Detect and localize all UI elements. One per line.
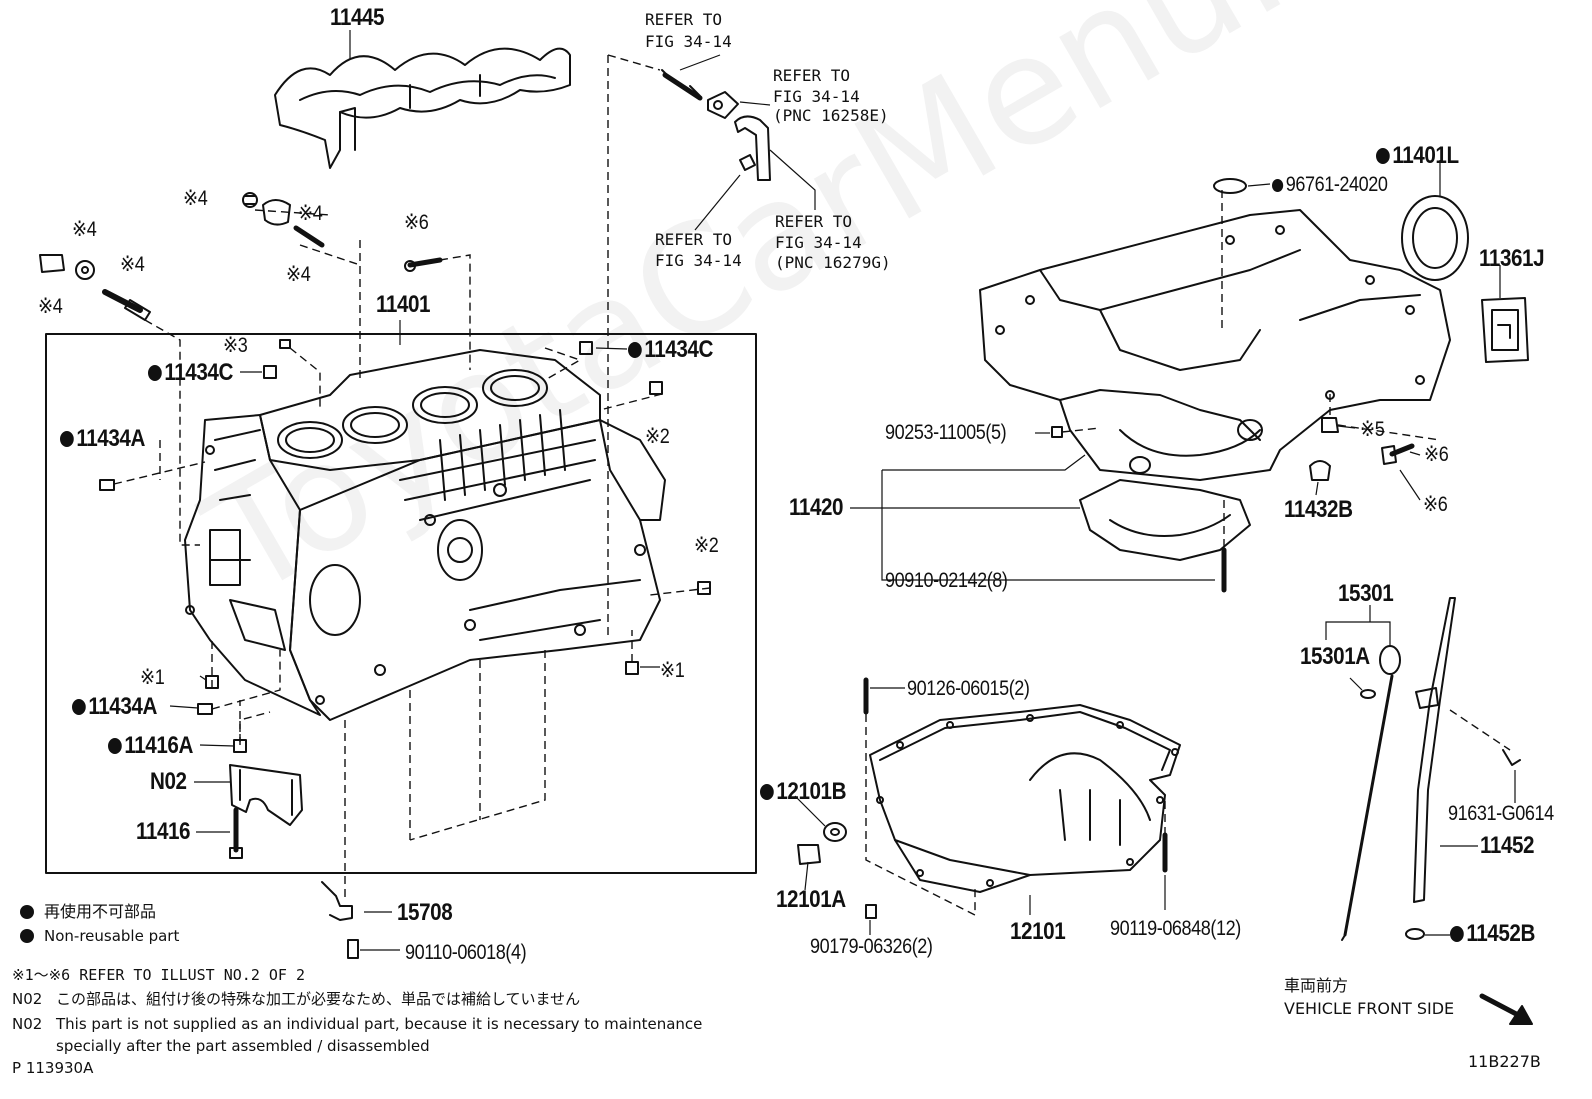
ref-mark-4d: ※4 (120, 253, 145, 276)
refer-note-c-line2: FIG 34-14 (655, 251, 742, 270)
vehicle-front-en: VEHICLE FRONT SIDE (1284, 999, 1455, 1018)
ref-mark-4b: ※4 (298, 202, 323, 225)
ref-mark-5: ※5 (1360, 418, 1385, 441)
note-n02-en-prefix: N02 (12, 1015, 43, 1033)
note-n02-jp: この部品は、組付け後の特殊な加工が必要なため、単品では補給していません (56, 990, 581, 1008)
small-bolts-drawing (39, 192, 443, 321)
refer-note-d-line2: FIG 34-14 (775, 233, 862, 252)
note-refer-illust: ※1～※6 REFER TO ILLUST NO.2 OF 2 (12, 966, 305, 984)
part-label-90119: 90119-06848(12) (1110, 917, 1241, 940)
hose-fittings-drawing (661, 69, 771, 181)
part-label-11401l: 11401L (1376, 144, 1459, 168)
vehicle-front-jp: 車両前方 (1284, 976, 1349, 995)
sensor-15708-drawing (321, 881, 359, 959)
part-label-12101b: 12101B (760, 780, 846, 804)
ref-mark-6-right-2: ※6 (1423, 493, 1448, 516)
refer-note-b-line2: FIG 34-14 (773, 87, 860, 106)
part-label-12101a: 12101A (776, 886, 846, 913)
part-label-90110: 90110-06018(4) (405, 941, 527, 964)
part-label-15301: 15301 (1338, 580, 1394, 607)
part-label-11420: 11420 (789, 494, 844, 521)
seals-drawing (1213, 178, 1529, 363)
part-label-15301a: 15301A (1300, 643, 1370, 670)
pins-drawing (99, 339, 711, 753)
ref-mark-4f: ※4 (38, 295, 63, 318)
non-reusable-dot-icon (20, 929, 34, 943)
part-label-11416: 11416 (136, 818, 191, 845)
ref-mark-2a: ※2 (645, 425, 670, 448)
ref-mark-3: ※3 (223, 334, 248, 357)
right-bolts-drawing (1051, 417, 1415, 593)
part-label-12101: 12101 (1010, 918, 1066, 945)
refer-note-b-line1: REFER TO (773, 66, 851, 85)
part-label-11452b: 11452B (1450, 922, 1535, 946)
non-reusable-dot-icon (20, 905, 34, 919)
refer-note-d-line3: (PNC 16279G) (775, 253, 891, 272)
page-code: P 113930A (12, 1059, 94, 1077)
block-group-frame (45, 333, 757, 874)
bearing-cap-drawing (229, 764, 303, 859)
refer-note-a-line1: REFER TO (645, 10, 723, 29)
insulator-11445-drawing (274, 47, 571, 169)
part-label-11434a-top: 11434A (60, 427, 145, 451)
part-label-11432b: 11432B (1284, 496, 1353, 523)
cylinder-block-drawing (184, 349, 666, 721)
ref-mark-6-right: ※6 (1424, 443, 1449, 466)
part-label-90179: 90179-06326(2) (810, 935, 933, 958)
part-label-11445: 11445 (330, 4, 385, 31)
note-n02-en-line2: specially after the part assembled / dis… (56, 1037, 430, 1055)
part-label-90253: 90253-11005(5) (885, 421, 1007, 444)
oil-pan-no1-drawing (979, 209, 1451, 561)
part-label-11416a: 11416A (108, 734, 193, 758)
figure-code: 11B227B (1468, 1052, 1541, 1071)
part-label-n02: N02 (150, 768, 187, 795)
refer-note-a-line2: FIG 34-14 (645, 32, 732, 51)
refer-note-c-line1: REFER TO (655, 230, 733, 249)
part-label-11401: 11401 (376, 291, 431, 318)
part-label-91631: 91631-G0614 (1448, 802, 1554, 825)
ref-mark-1a: ※1 (140, 666, 165, 689)
part-label-15708: 15708 (397, 899, 453, 926)
ref-mark-1b: ※1 (660, 659, 685, 682)
refer-note-b-line3: (PNC 16258E) (773, 106, 889, 125)
ref-mark-4a: ※4 (183, 187, 208, 210)
part-label-11434c-right: 11434C (628, 338, 713, 362)
oil-pan-12101-drawing (797, 677, 1181, 919)
ref-mark-2b: ※2 (694, 534, 719, 557)
dipstick-drawing (1341, 597, 1521, 941)
note-n02-jp-prefix: N02 (12, 990, 43, 1008)
ref-mark-4e: ※4 (286, 263, 311, 286)
legend-non-reusable-en: Non-reusable part (20, 929, 179, 944)
part-label-11434a-bottom: 11434A (72, 695, 157, 719)
part-label-90910: 90910-02142(8) (885, 569, 1008, 592)
front-arrow-icon (1479, 993, 1523, 1019)
legend-non-reusable-jp: 再使用不可部品 (20, 904, 156, 920)
part-label-11452: 11452 (1480, 832, 1535, 859)
note-n02-en-line1: This part is not supplied as an individu… (56, 1015, 703, 1033)
part-label-90126: 90126-06015(2) (907, 677, 1030, 700)
ref-mark-6-top: ※6 (404, 211, 429, 234)
part-label-96761: 96761-24020 (1272, 174, 1388, 195)
refer-note-d-line1: REFER TO (775, 212, 853, 231)
part-label-11434c-left: 11434C (148, 361, 233, 385)
ref-mark-4c: ※4 (72, 218, 97, 241)
part-label-11361j: 11361J (1479, 245, 1545, 272)
